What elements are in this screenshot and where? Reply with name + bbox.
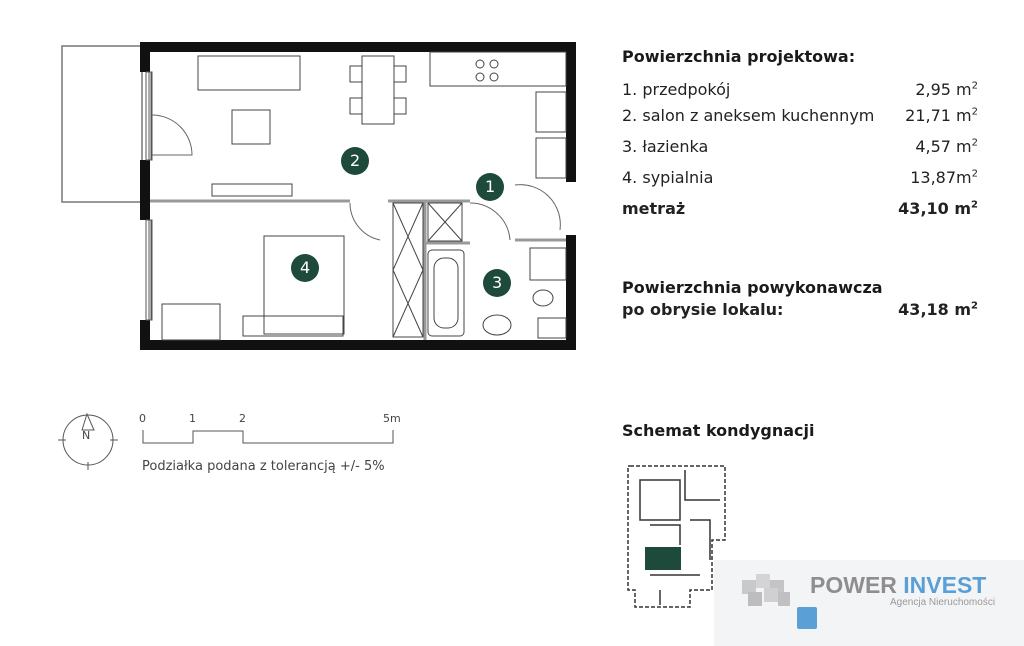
logo-name-1: POWER — [810, 572, 897, 598]
doors — [151, 114, 561, 241]
room-label: 3. łazienka — [622, 137, 709, 156]
unit-sup: 2 — [971, 199, 978, 211]
post-row: po obrysie lokalu: 43,18 m2 — [622, 300, 978, 319]
rooms-header: Powierzchnia projektowa: — [622, 47, 856, 66]
room-row: 3. łazienka 4,57 m2 — [622, 137, 978, 156]
room-number-4: 4 — [300, 258, 311, 277]
scale-bar — [142, 430, 394, 444]
unit-sup: 2 — [971, 300, 978, 312]
unit-sup: 2 — [971, 80, 978, 92]
room-markers — [291, 147, 511, 297]
room-label: 1. przedpokój — [622, 80, 731, 99]
logo-subtitle: Agencja Nieruchomości — [890, 597, 996, 608]
room-row: 2. salon z aneksem kuchennym 21,71 m2 — [622, 106, 978, 125]
room-label: 4. sypialnia — [622, 168, 714, 187]
total-row: metraż 43,10 m2 — [622, 199, 978, 218]
room-number-2: 2 — [350, 151, 361, 170]
room-area: 21,71 m — [905, 106, 972, 125]
outer-walls — [140, 42, 576, 350]
highlighted-unit — [645, 547, 681, 570]
post-line1: Powierzchnia powykonawcza — [622, 278, 883, 297]
room-number-3: 3 — [492, 273, 503, 292]
interior-walls — [150, 199, 566, 340]
windows — [145, 71, 153, 321]
scale-tick-1: 1 — [189, 412, 196, 425]
compass-icon — [58, 412, 118, 470]
unit-sup: 2 — [971, 137, 978, 149]
total-area: 43,10 m — [898, 199, 972, 218]
unit-sup: 2 — [971, 106, 978, 118]
post-area: 43,18 m — [898, 300, 972, 319]
scale-tick-2: 2 — [239, 412, 246, 425]
room-area: 13,87m — [910, 168, 972, 187]
north-label: N — [82, 429, 91, 442]
balcony — [61, 45, 143, 203]
blue-cube-icon — [797, 607, 817, 629]
room-area: 4,57 m — [915, 137, 972, 156]
power-invest-logo: POWER INVEST Agencja Nieruchomości — [714, 560, 1024, 646]
room-row: 4. sypialnia 13,87m2 — [622, 168, 978, 187]
cubes-icon — [742, 574, 790, 606]
room-row: 1. przedpokój 2,95 m2 — [622, 80, 978, 99]
scale-tick-0: 0 — [139, 412, 146, 425]
room-label: 2. salon z aneksem kuchennym — [622, 106, 875, 125]
room-number-1: 1 — [485, 177, 496, 196]
post-label: po obrysie lokalu: — [622, 300, 784, 319]
floor-schema-title: Schemat kondygnacji — [622, 421, 815, 440]
room-area: 2,95 m — [915, 80, 972, 99]
logo-name-2: INVEST — [903, 572, 987, 598]
floor-schema — [627, 465, 726, 608]
unit-sup: 2 — [971, 168, 978, 180]
scale-note: Podziałka podana z tolerancją +/- 5% — [142, 459, 385, 474]
furniture — [161, 51, 567, 341]
scale-tick-5: 5m — [383, 412, 401, 425]
total-label: metraż — [622, 199, 686, 218]
